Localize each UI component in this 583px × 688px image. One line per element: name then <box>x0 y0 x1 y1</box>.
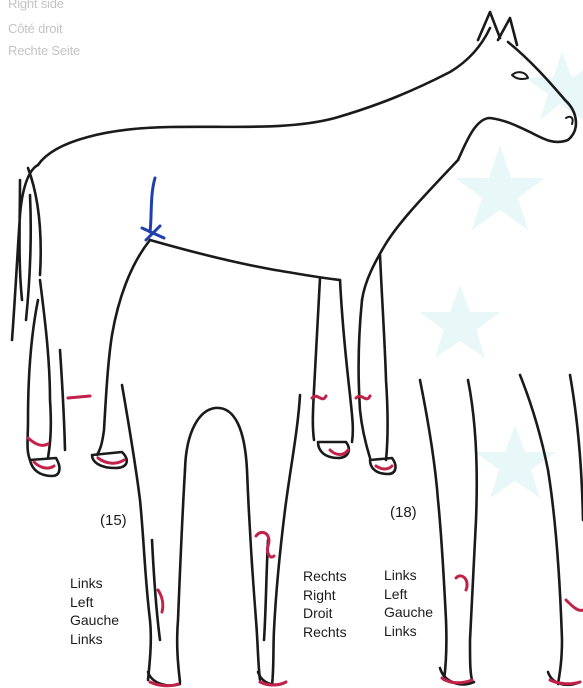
horse-ear <box>478 12 500 40</box>
marking-stroke <box>34 462 54 468</box>
marking-stroke <box>68 396 90 398</box>
rear-view-outline <box>272 395 300 685</box>
marking-stroke <box>456 576 467 590</box>
view-number: (18) <box>390 504 417 521</box>
background-stars <box>420 52 583 498</box>
label-line: Links <box>384 622 433 641</box>
hind-legs-rear-view <box>122 385 300 686</box>
background-star <box>420 285 500 358</box>
horse-front-leg-far <box>359 255 388 460</box>
horse-nostril <box>566 117 573 124</box>
label-line: Left <box>70 593 119 612</box>
background-star <box>455 145 545 230</box>
horse-eye <box>512 72 528 79</box>
horse-side-view <box>12 12 576 476</box>
marking-stroke <box>566 600 583 610</box>
label-line: Left <box>384 585 433 604</box>
marking-stroke <box>158 590 163 612</box>
marking-stroke <box>330 450 348 455</box>
background-star <box>475 425 555 498</box>
horse-back-outline <box>38 28 490 165</box>
rear-view-inner <box>177 470 185 682</box>
marking-stroke <box>256 532 274 557</box>
front-view-outline <box>570 375 583 520</box>
pen-mark <box>142 178 164 240</box>
front-view-outline <box>468 380 477 680</box>
label-line: Links <box>70 574 119 593</box>
label-line: Droit <box>303 604 347 623</box>
label-line: Links <box>384 566 433 585</box>
horse-belly <box>150 240 340 280</box>
marking-stroke <box>550 680 580 684</box>
front-view-outline <box>520 375 562 684</box>
marking-stroke <box>28 438 48 445</box>
horse-hind-leg <box>60 240 150 455</box>
view-18-left-label: Links Left Gauche Links <box>384 566 433 640</box>
view-15-right-label: Rechts Right Droit Rechts <box>303 567 347 641</box>
label-line: Gauche <box>384 603 433 622</box>
rear-view-inner <box>185 408 260 680</box>
view-15-left-label: Links Left Gauche Links <box>70 574 119 648</box>
horse-front-hoof <box>318 442 349 458</box>
label-line: Rechts <box>303 567 347 586</box>
marking-stroke <box>376 466 392 469</box>
rear-view-outline <box>122 385 151 680</box>
pen-stroke <box>150 178 155 232</box>
marking-stroke <box>98 458 124 463</box>
forelegs-front-view <box>420 375 583 685</box>
view-number: (15) <box>100 512 127 529</box>
horse-chest <box>362 160 458 300</box>
pen-cross <box>142 226 164 240</box>
label-line: Rechts <box>303 623 347 642</box>
label-line: Gauche <box>70 611 119 630</box>
label-line: Links <box>70 630 119 649</box>
horse-front-leg <box>313 278 353 442</box>
label-line: Right <box>303 586 347 605</box>
horse-hind-leg-rear <box>28 280 51 460</box>
